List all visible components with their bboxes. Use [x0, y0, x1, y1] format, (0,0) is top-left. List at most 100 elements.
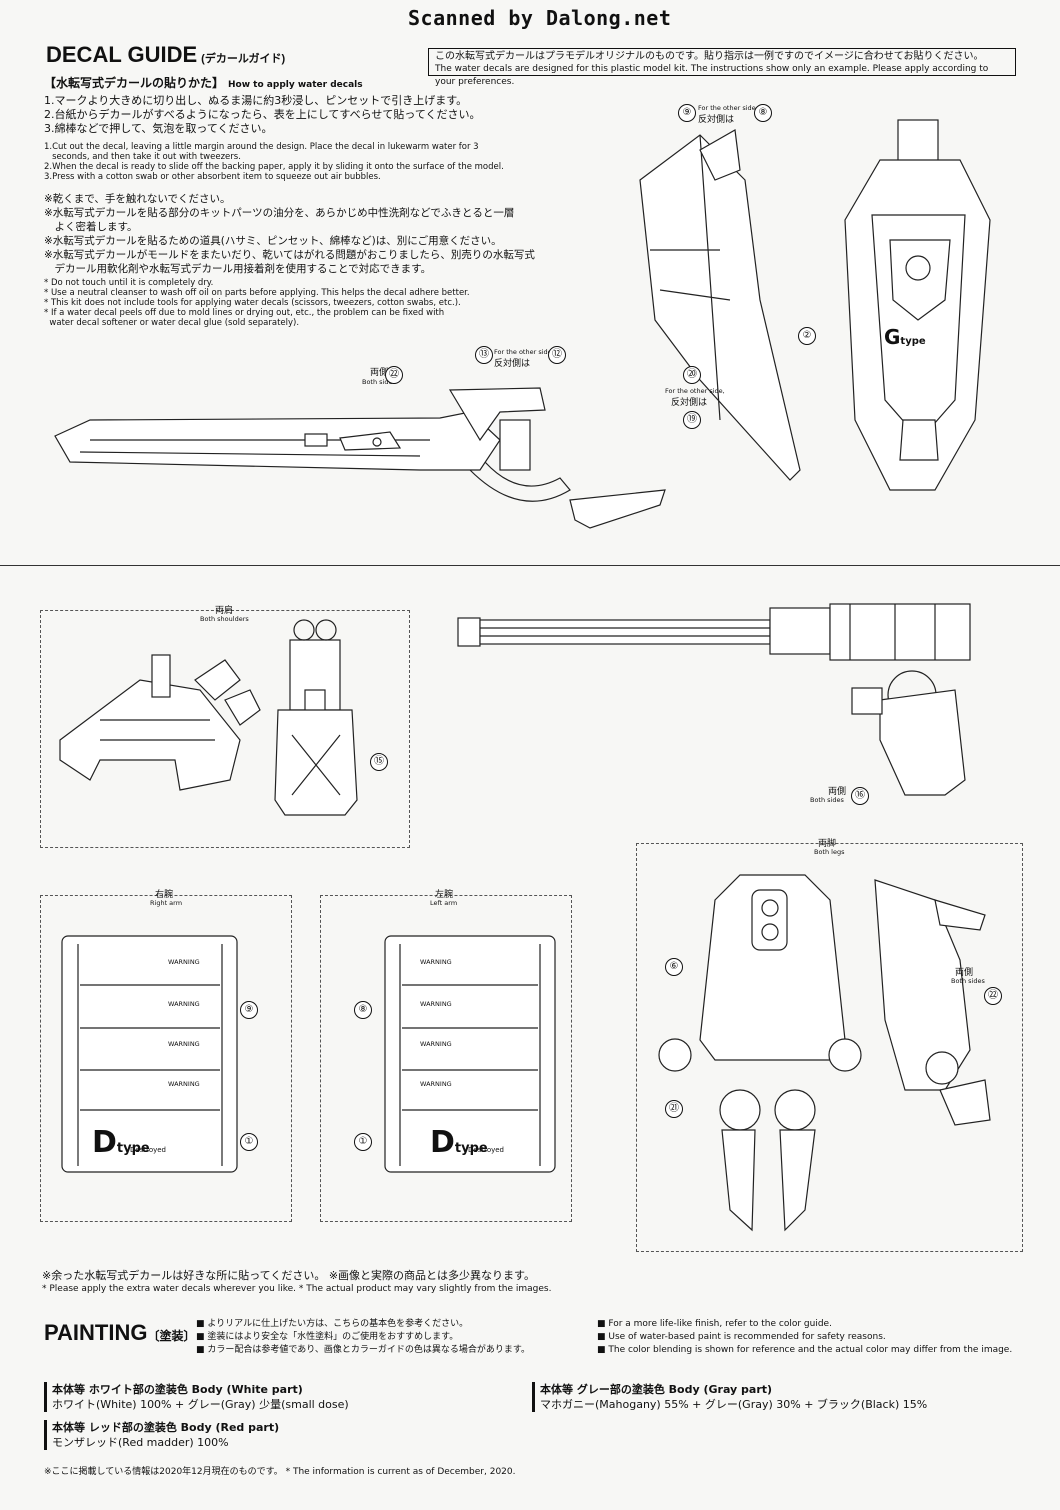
color-red-body: 本体等 レッド部の塗装色 Body (Red part) モンザレッド(Red …	[44, 1420, 279, 1450]
shoulders-box	[40, 610, 410, 848]
label-both-sides-jp: 両側	[828, 787, 847, 797]
paint-note-jp: ■ カラー配合は参考値であり、画像とカラーガイドの色は異なる場合があります。	[196, 1345, 531, 1355]
left-arm-drawing	[384, 935, 556, 1173]
callout-22: ㉒	[984, 987, 1002, 1005]
color-mix: モンザレッド(Red madder) 100%	[52, 1436, 229, 1449]
d-type-logo: Dtype	[92, 1125, 150, 1160]
step-en: 1.Cut out the decal, leaving a little ma…	[44, 142, 479, 152]
warning-label: WARNING	[420, 1080, 452, 1088]
label-both-legs-en: Both legs	[814, 848, 845, 856]
decal-notice-box: この水転写式デカールはプラモデルオリジナルのものです。貼り指示は一例ですのでイメ…	[428, 48, 1016, 87]
callout-8: ⑧	[754, 104, 772, 122]
warning-label: WARNING	[420, 958, 452, 966]
callout-9: ⑨	[240, 1001, 258, 1019]
step-en: seconds, and then take it out with tweez…	[44, 152, 241, 162]
label-right-arm-en: Right arm	[150, 899, 183, 907]
note-jp: ※乾くまで、手を触れないでください。	[44, 193, 231, 205]
callout-1: ①	[354, 1133, 372, 1151]
notice-jp: この水転写式デカールはプラモデルオリジナルのものです。貼り指示は一例ですのでイメ…	[435, 51, 984, 62]
steps-jp: 1.マークより大きめに切り出し、ぬるま湯に約3秒浸し、ピンセットで引き上げます。…	[44, 94, 481, 136]
howto-heading: 【水転写式デカールの貼りかた】How to apply water decals	[44, 76, 363, 90]
steps-en: 1.Cut out the decal, leaving a little ma…	[44, 142, 554, 182]
info-date-note: ※ここに掲載している情報は2020年12月現在のものです。 * The info…	[44, 1467, 516, 1477]
note-jp: デカール用軟化剤や水転写式デカール用接着剤を使用することで対応できます。	[44, 263, 432, 275]
painting-notes-en: ■ For a more life-like finish, refer to …	[597, 1318, 1012, 1357]
decal-guide-title: DECAL GUIDE(デカールガイド)	[46, 42, 286, 67]
step-jp: 1.マークより大きめに切り出し、ぬるま湯に約3秒浸し、ピンセットで引き上げます。	[44, 94, 468, 107]
callout-9: ⑨	[678, 104, 696, 122]
note-jp: ※水転写式デカールを貼る部分のキットパーツの油分を、あらかじめ中性洗剤などでふき…	[44, 207, 515, 219]
paint-note-en: ■ Use of water-based paint is recommende…	[597, 1332, 886, 1342]
label-other-side-en: For the other side,	[698, 104, 758, 112]
legs-front-drawing	[658, 874, 862, 1232]
note-jp: ※水転写式デカールを貼るための道具(ハサミ、ピンセット、綿棒など)は、別にご用意…	[44, 235, 502, 247]
label-both-sides-en: Both sides	[810, 796, 844, 804]
destroyed-label: Destroyed	[130, 1146, 166, 1154]
sword-drawing	[54, 387, 666, 529]
label-other-side-en: For the other side,	[665, 387, 725, 395]
callout-13: ⑬	[475, 346, 493, 364]
label-both-sides-jp: 両側	[955, 968, 974, 978]
paint-note-en: ■ For a more life-like finish, refer to …	[597, 1319, 832, 1329]
color-mix: ホワイト(White) 100% + グレー(Gray) 少量(small do…	[52, 1398, 349, 1411]
callout-2: ②	[798, 327, 816, 345]
warning-label: WARNING	[420, 1000, 452, 1008]
shoulder-side-drawing	[59, 654, 261, 791]
label-other-side-jp: 反対側は	[671, 398, 708, 408]
note-en: * Do not touch until it is completely dr…	[44, 278, 214, 288]
color-heading: 本体等 ホワイト部の塗装色 Body (White part)	[52, 1383, 303, 1396]
warning-label: WARNING	[168, 958, 200, 966]
note-en: * If a water decal peels off due to mold…	[44, 308, 445, 318]
label-other-side-jp: 反対側は	[494, 359, 531, 369]
scanner-watermark: Scanned by Dalong.net	[408, 6, 672, 30]
legs-box	[636, 843, 1023, 1252]
color-heading: 本体等 グレー部の塗装色 Body (Gray part)	[540, 1383, 773, 1396]
label-left-arm-jp: 左腕	[435, 890, 454, 900]
shoulder-front-drawing	[274, 619, 358, 816]
paint-note-jp: ■ よりリアルに仕上げたい方は、こちらの基本色を参考ください。	[196, 1319, 469, 1329]
label-left-arm-en: Left arm	[430, 899, 458, 907]
leg-side-drawing	[874, 879, 991, 1126]
destroyed-label: Destroyed	[468, 1146, 504, 1154]
shield-side-drawing	[639, 129, 801, 481]
label-both-sides-jp: 両側	[370, 368, 389, 378]
label-other-side-jp: 反対側は	[698, 115, 735, 125]
g-type-logo: Gtype	[884, 325, 926, 349]
label-both-shoulders-jp: 両肩	[215, 606, 234, 616]
callout-21: ㉑	[665, 1100, 683, 1118]
label-other-side-en: For the other side,	[494, 348, 554, 356]
section-divider	[0, 565, 1060, 566]
color-gray-body: 本体等 グレー部の塗装色 Body (Gray part) マホガニー(Maho…	[532, 1382, 927, 1412]
callout-1: ①	[240, 1133, 258, 1151]
paint-note-en: ■ The color blending is shown for refere…	[597, 1345, 1013, 1355]
callout-19: ⑲	[683, 411, 701, 429]
step-en: 3.Press with a cotton swab or other abso…	[44, 172, 381, 182]
footnote-jp: ※余った水転写式デカールは好きな所に貼ってください。 ※画像と実際の商品とは多少…	[42, 1269, 535, 1282]
painting-notes-jp: ■ よりリアルに仕上げたい方は、こちらの基本色を参考ください。 ■ 塗装にはより…	[196, 1318, 530, 1357]
footnote-en: * Please apply the extra water decals wh…	[42, 1284, 552, 1294]
label-both-shoulders-en: Both shoulders	[200, 615, 249, 623]
note-en: * This kit does not include tools for ap…	[44, 298, 461, 308]
note-jp: ※水転写式デカールがモールドをまたいだり、乾いてはがれる問題がおこりましたら、別…	[44, 249, 535, 261]
callout-20: ⑳	[683, 366, 701, 384]
warning-label: WARNING	[420, 1040, 452, 1048]
callout-6: ⑥	[665, 958, 683, 976]
warning-label: WARNING	[168, 1080, 200, 1088]
color-white-body: 本体等 ホワイト部の塗装色 Body (White part) ホワイト(Whi…	[44, 1382, 349, 1412]
color-mix: マホガニー(Mahogany) 55% + グレー(Gray) 30% + ブラ…	[540, 1398, 928, 1411]
label-right-arm-jp: 右腕	[155, 890, 174, 900]
right-arm-box	[40, 895, 292, 1222]
label-both-legs-jp: 両脚	[818, 839, 837, 849]
label-both-sides-en: Both sides	[362, 378, 396, 386]
left-arm-box	[320, 895, 572, 1222]
shield-front-drawing	[844, 119, 991, 491]
callout-12: ⑫	[548, 346, 566, 364]
step-en: 2.When the decal is ready to slide off t…	[44, 162, 504, 172]
gatling-gun-drawing	[457, 603, 971, 796]
note-jp: よく密着します。	[44, 221, 138, 233]
callout-8: ⑧	[354, 1001, 372, 1019]
right-arm-drawing	[61, 935, 238, 1173]
step-jp: 3.綿棒などで押して、気泡を取ってください。	[44, 122, 273, 135]
notice-en: The water decals are designed for this p…	[435, 64, 989, 87]
